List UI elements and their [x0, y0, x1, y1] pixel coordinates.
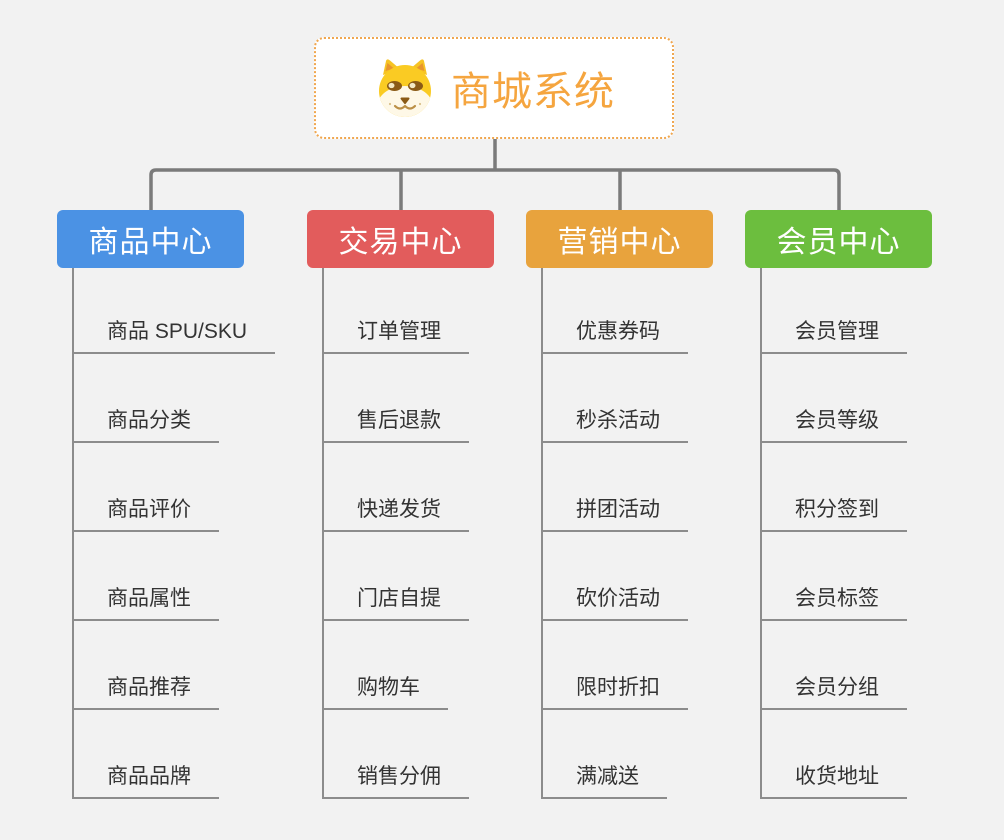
child-node[interactable]: 会员分组 [760, 664, 907, 710]
child-node[interactable]: 门店自提 [322, 575, 469, 621]
child-node-label: 订单管理 [357, 320, 441, 343]
child-node[interactable]: 商品属性 [72, 575, 219, 621]
child-node-label: 商品属性 [107, 587, 191, 610]
child-node[interactable]: 秒杀活动 [541, 397, 688, 443]
child-node[interactable]: 会员标签 [760, 575, 907, 621]
child-node[interactable]: 限时折扣 [541, 664, 688, 710]
child-node-label: 积分签到 [795, 498, 879, 521]
branch-label: 营销中心 [557, 226, 682, 259]
branch-connector-line [541, 268, 543, 799]
child-node-label: 秒杀活动 [576, 409, 660, 432]
child-node[interactable]: 收货地址 [760, 753, 907, 799]
child-node-label: 限时折扣 [576, 676, 660, 699]
child-node[interactable]: 购物车 [322, 664, 448, 710]
child-node[interactable]: 砍价活动 [541, 575, 688, 621]
child-node[interactable]: 商品 SPU/SKU [72, 308, 276, 354]
child-node-label: 销售分佣 [357, 765, 441, 788]
branch-label: 交易中心 [338, 226, 463, 259]
branch-connector-line [760, 268, 762, 799]
child-node-label: 商品评价 [107, 498, 191, 521]
child-node-label: 商品推荐 [107, 676, 191, 699]
child-node[interactable]: 优惠券码 [541, 308, 688, 354]
child-node[interactable]: 售后退款 [322, 397, 469, 443]
child-node[interactable]: 满减送 [541, 753, 667, 799]
branch-header[interactable]: 商品中心 [57, 210, 244, 268]
child-node-label: 商品分类 [107, 409, 191, 432]
root-title: 商城系统 [451, 70, 615, 114]
child-node[interactable]: 商品评价 [72, 486, 219, 532]
branch-connector-line [72, 268, 74, 799]
child-node[interactable]: 拼团活动 [541, 486, 688, 532]
child-node[interactable]: 销售分佣 [322, 753, 469, 799]
child-node-label: 会员等级 [795, 409, 879, 432]
child-node-label: 满减送 [576, 765, 639, 788]
child-node[interactable]: 商品品牌 [72, 753, 219, 799]
doge-icon [379, 59, 431, 117]
branch-header[interactable]: 会员中心 [745, 210, 932, 268]
child-node[interactable]: 快递发货 [322, 486, 469, 532]
child-node[interactable]: 积分签到 [760, 486, 907, 532]
branch-header[interactable]: 交易中心 [307, 210, 494, 268]
child-node-label: 快递发货 [357, 498, 441, 521]
child-node-label: 会员管理 [795, 320, 879, 343]
branch-connector-line [322, 268, 324, 799]
child-node-label: 售后退款 [357, 409, 441, 432]
branch-label: 商品中心 [88, 226, 213, 259]
child-node-label: 购物车 [357, 676, 420, 699]
root-node[interactable]: 商城系统 [314, 37, 674, 139]
branch-label: 会员中心 [776, 226, 901, 259]
child-node-label: 门店自提 [357, 587, 441, 610]
child-node-label: 优惠券码 [576, 320, 660, 343]
branch-header[interactable]: 营销中心 [526, 210, 713, 268]
child-node-label: 会员标签 [795, 587, 879, 610]
child-node[interactable]: 会员管理 [760, 308, 907, 354]
child-node[interactable]: 商品推荐 [72, 664, 219, 710]
child-node-label: 会员分组 [795, 676, 879, 699]
child-node-label: 拼团活动 [576, 498, 660, 521]
child-node-label: 商品 SPU/SKU [107, 320, 248, 343]
child-node[interactable]: 订单管理 [322, 308, 469, 354]
child-node-label: 商品品牌 [107, 765, 191, 788]
child-node[interactable]: 会员等级 [760, 397, 907, 443]
child-node-label: 砍价活动 [576, 587, 660, 610]
child-node[interactable]: 商品分类 [72, 397, 219, 443]
child-node-label: 收货地址 [795, 765, 879, 788]
